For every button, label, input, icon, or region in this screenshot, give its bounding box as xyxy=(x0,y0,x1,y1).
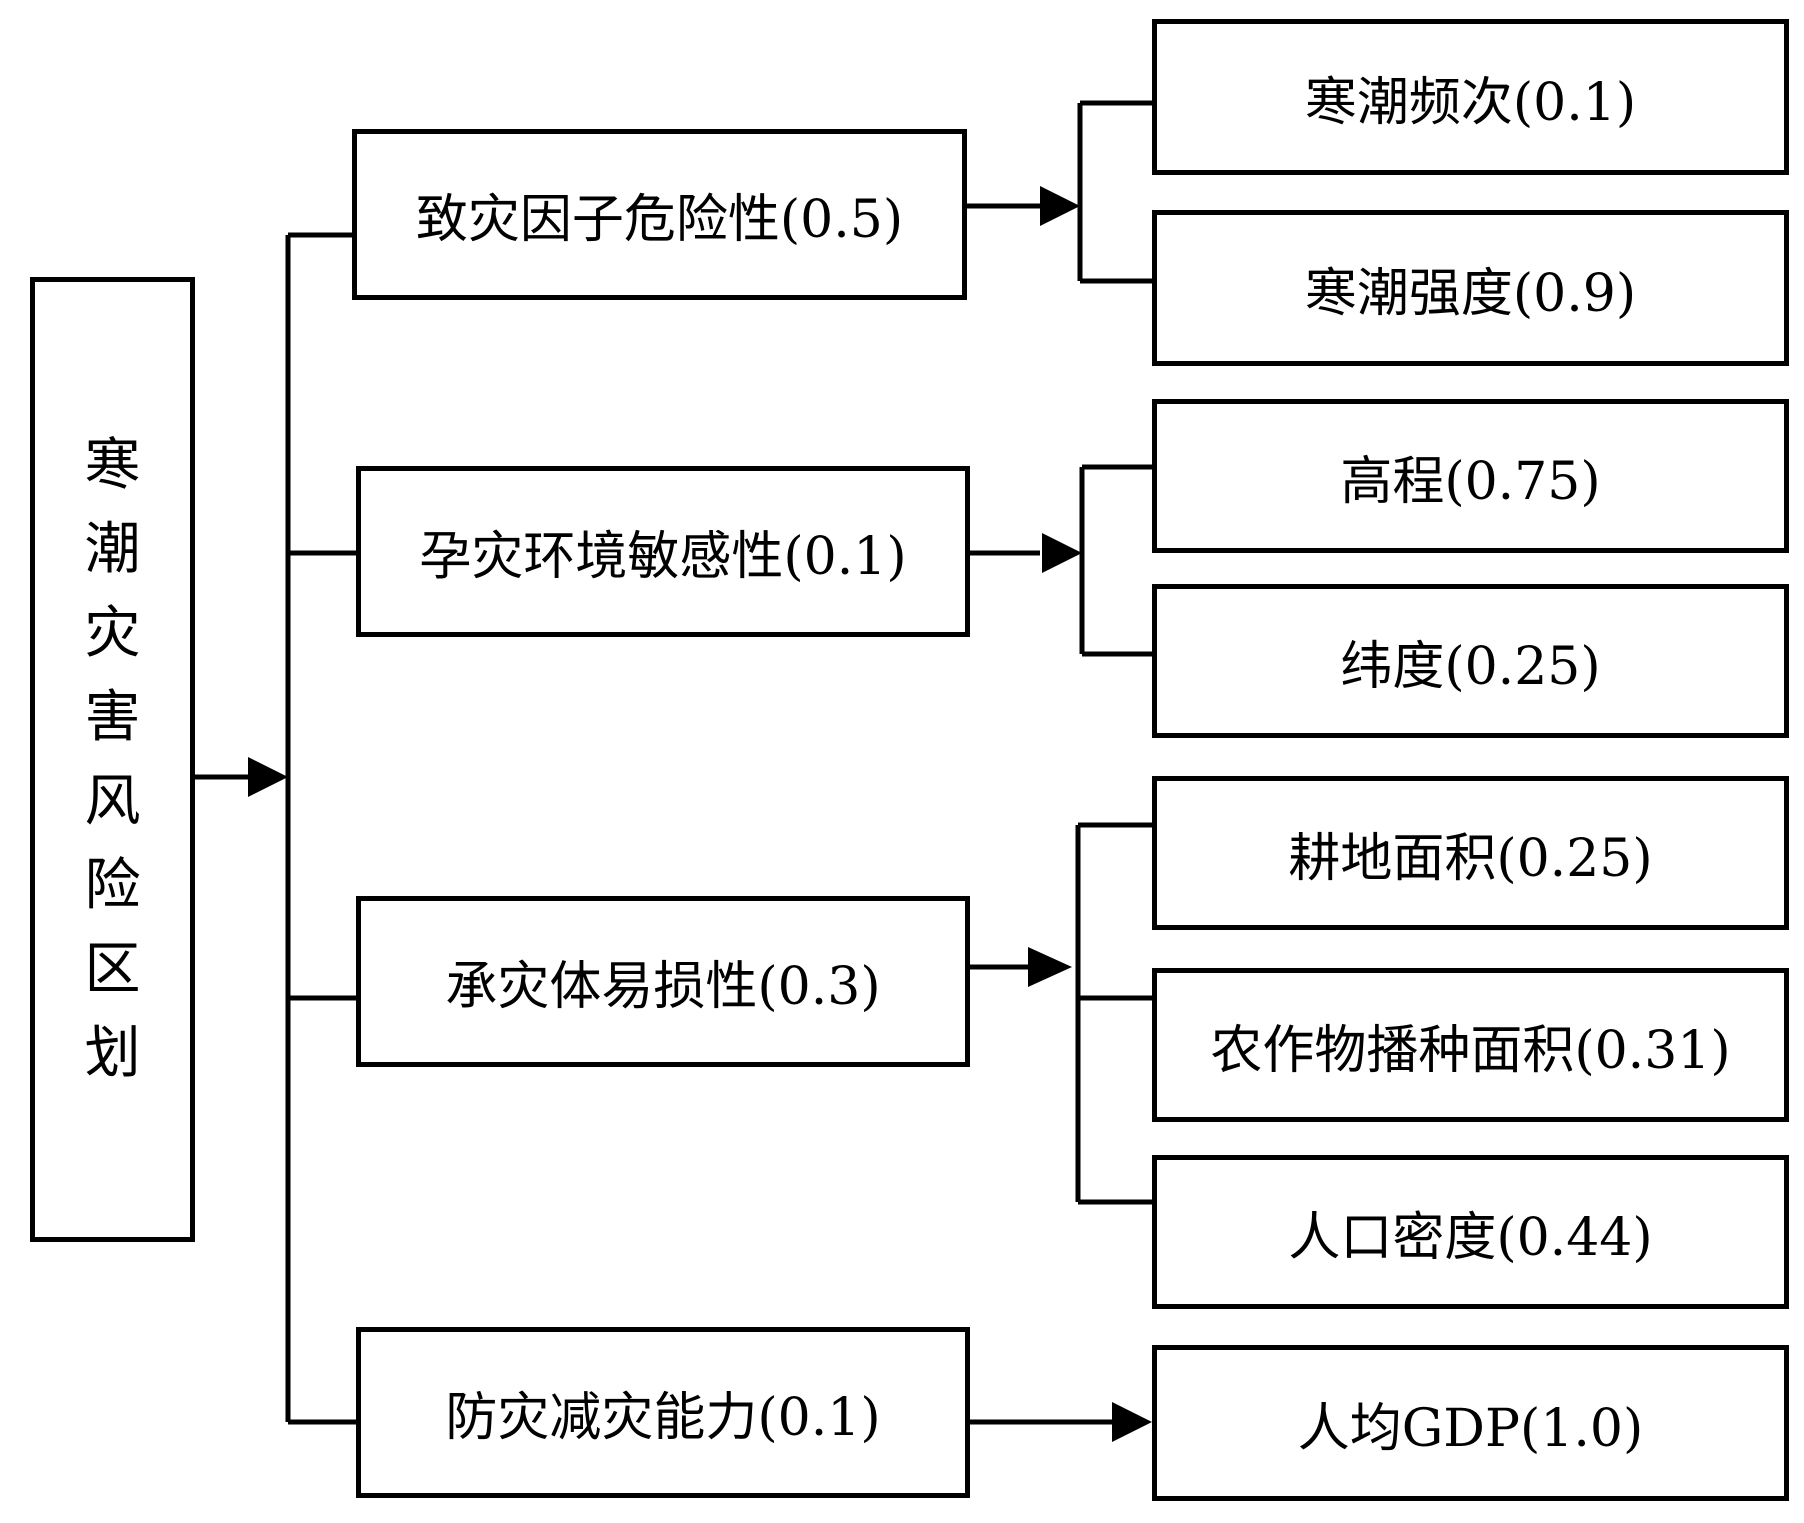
root-char: 险 xyxy=(84,852,141,918)
factor4-arrowhead xyxy=(1112,1402,1152,1442)
indicator-box: 纬度(0.25) xyxy=(1152,584,1789,738)
root-arrowhead xyxy=(248,757,288,797)
indicator-box: 寒潮强度(0.9) xyxy=(1152,210,1789,366)
root-char: 灾 xyxy=(84,600,141,666)
root-char: 区 xyxy=(84,936,141,1002)
indicator-box: 人均GDP(1.0) xyxy=(1152,1345,1789,1501)
indicator-box: 高程(0.75) xyxy=(1152,399,1789,553)
factor-environment-box: 孕灾环境敏感性(0.1) xyxy=(356,466,970,637)
factor-hazard-box: 致灾因子危险性(0.5) xyxy=(352,129,967,300)
indicator-box: 农作物播种面积(0.31) xyxy=(1152,968,1789,1122)
indicator-box: 寒潮频次(0.1) xyxy=(1152,19,1789,175)
root-char: 害 xyxy=(84,684,141,750)
factor1-arrowhead xyxy=(1040,186,1080,226)
factor-capacity-box: 防灾减灾能力(0.1) xyxy=(356,1327,970,1498)
factor3-arrowhead xyxy=(1028,947,1072,987)
root-char: 潮 xyxy=(84,516,141,582)
factor2-arrowhead xyxy=(1042,533,1082,573)
root-box: 寒 潮 灾 害 风 险 区 划 xyxy=(30,277,195,1242)
root-char: 划 xyxy=(84,1020,141,1086)
root-char: 风 xyxy=(84,768,141,834)
indicator-box: 人口密度(0.44) xyxy=(1152,1155,1789,1309)
factor-vulnerability-box: 承灾体易损性(0.3) xyxy=(356,896,970,1067)
indicator-box: 耕地面积(0.25) xyxy=(1152,776,1789,930)
root-char: 寒 xyxy=(84,432,141,498)
